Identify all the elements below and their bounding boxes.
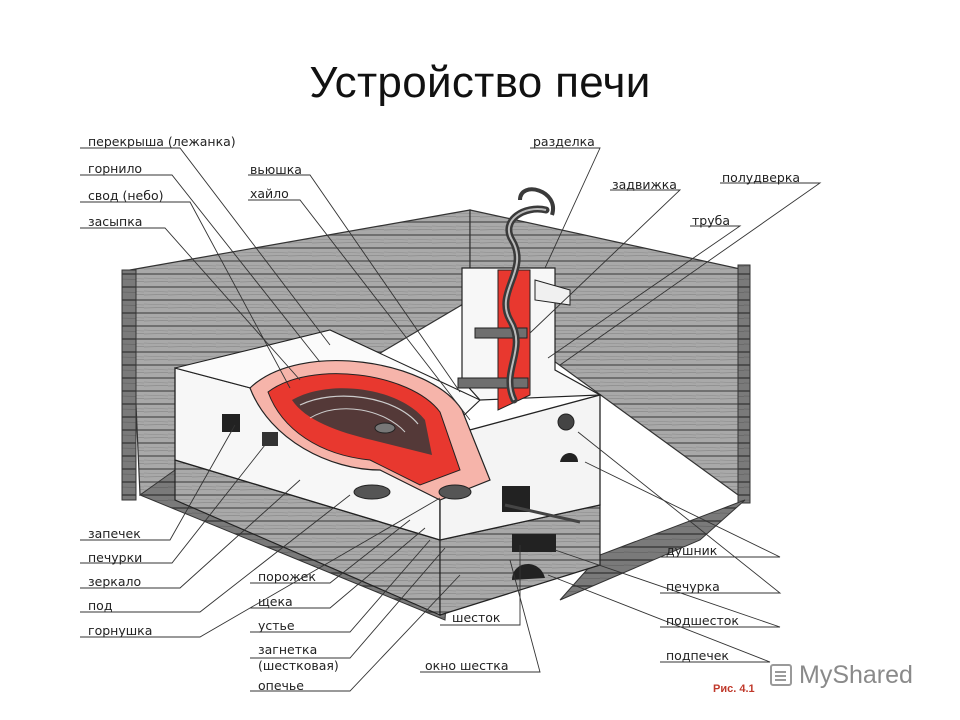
label-scheka: щека <box>258 594 293 609</box>
label-zagnetka-1: загнетка <box>258 642 317 657</box>
label-perekrysha: перекрыша (лежанка) <box>88 134 236 149</box>
watermark-text: MyShared <box>799 660 913 689</box>
label-ustye: устье <box>258 618 295 633</box>
label-dushnik: душник <box>666 543 718 558</box>
label-podpechek: подпечек <box>666 648 729 663</box>
label-pechurki: печурки <box>88 550 142 565</box>
label-zapechek: запечек <box>88 526 141 541</box>
label-svod: свод (небо) <box>88 188 163 203</box>
watermark: MyShared <box>770 655 913 695</box>
label-opechye: опечье <box>258 678 304 693</box>
label-gornushka: горнушка <box>88 623 152 638</box>
cutaway-chamber <box>249 360 491 501</box>
label-zadvizhka: задвижка <box>612 177 677 192</box>
label-razdelka: разделка <box>533 134 595 149</box>
label-vyushka: вьюшка <box>250 162 302 177</box>
label-gornilo: горнило <box>88 161 142 176</box>
label-pechurka: печурка <box>666 579 720 594</box>
label-okno-shestka: окно шестка <box>425 658 508 673</box>
leader-lines <box>80 147 822 692</box>
label-zagnetka-2: (шестковая) <box>258 658 339 673</box>
label-zerkalo: зеркало <box>88 574 141 589</box>
label-podshestok: подшесток <box>666 613 739 628</box>
presentation-icon <box>770 664 792 686</box>
label-shestok: шесток <box>452 610 501 625</box>
label-porozhek: порожек <box>258 569 316 584</box>
figure-caption: Рис. 4.1 <box>713 683 755 695</box>
labels: перекрыша (лежанка) горнило свод (небо) … <box>88 134 800 695</box>
slide-title: Устройство печи <box>309 58 651 107</box>
label-poludverka: полудверка <box>722 170 800 185</box>
chimney <box>457 187 603 411</box>
label-zasypka: засыпка <box>88 214 142 229</box>
label-truba: труба <box>692 213 730 228</box>
label-pod: под <box>88 598 112 613</box>
label-khaylo: хайло <box>250 186 289 201</box>
